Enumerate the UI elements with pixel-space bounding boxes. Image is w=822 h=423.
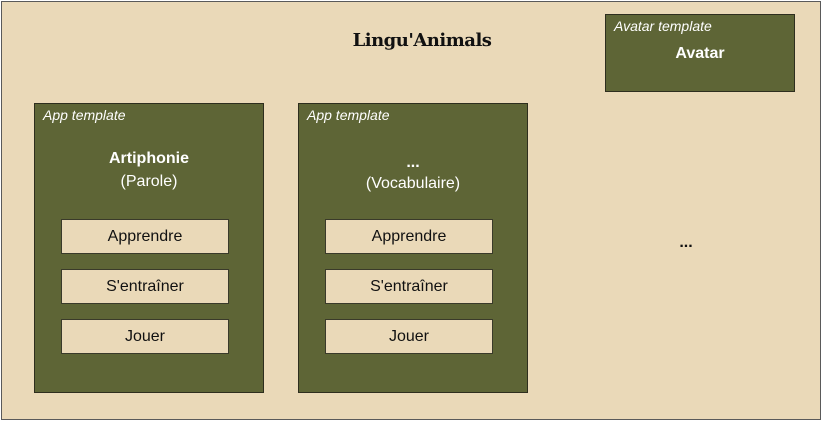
app-subtitle: (Parole): [120, 173, 178, 190]
practice-button[interactable]: S'entraîner: [325, 269, 493, 304]
play-button[interactable]: Jouer: [61, 319, 229, 354]
app-name: ...: [406, 154, 420, 171]
play-button[interactable]: Jouer: [325, 319, 493, 354]
learn-button[interactable]: Apprendre: [61, 219, 229, 254]
learn-button[interactable]: Apprendre: [325, 219, 493, 254]
app-template-label: App template: [307, 107, 390, 123]
app-template-box-artiphonie: App template Artiphonie (Parole) Apprend…: [34, 103, 264, 393]
app-template-box-vocabulaire: App template ... (Vocabulaire) Apprendre…: [298, 103, 528, 393]
practice-button[interactable]: S'entraîner: [61, 269, 229, 304]
avatar-template-label: Avatar template: [614, 18, 712, 34]
avatar-label: Avatar: [675, 45, 725, 62]
app-title: Lingu'Animals: [352, 30, 492, 51]
app-name: Artiphonie: [109, 150, 189, 167]
app-template-label: App template: [43, 107, 126, 123]
avatar-template-box: Avatar template Avatar: [605, 14, 795, 92]
more-apps-ellipsis: ...: [679, 234, 693, 251]
app-subtitle: (Vocabulaire): [365, 175, 461, 192]
